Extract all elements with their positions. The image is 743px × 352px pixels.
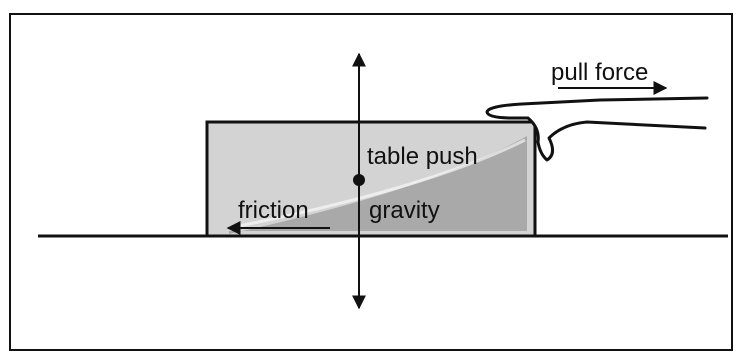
label-friction: friction xyxy=(238,197,309,224)
block xyxy=(205,120,537,238)
block-shading xyxy=(229,136,527,234)
hand-icon xyxy=(485,96,709,162)
label-table-push: table push xyxy=(367,143,478,170)
label-pull-force: pull force xyxy=(551,59,648,86)
center-of-mass-dot xyxy=(353,174,365,186)
label-gravity: gravity xyxy=(369,197,440,224)
block-highlight xyxy=(228,138,526,230)
